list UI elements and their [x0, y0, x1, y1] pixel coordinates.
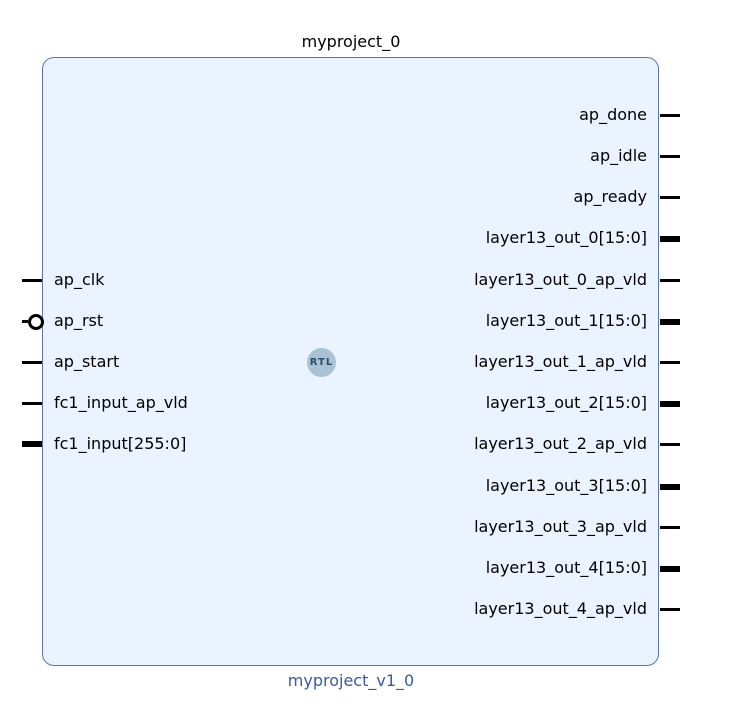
port-stub[interactable]: [22, 279, 42, 282]
ip-block[interactable]: RTL: [42, 57, 659, 666]
port-stub[interactable]: [22, 361, 42, 364]
port-stub-bus[interactable]: [660, 236, 680, 242]
port-stub[interactable]: [660, 279, 680, 282]
port-label: layer13_out_1_ap_vld: [474, 352, 647, 371]
port-label: layer13_out_1[15:0]: [485, 311, 647, 330]
port-stub[interactable]: [660, 608, 680, 611]
port-label: fc1_input[255:0]: [54, 434, 187, 453]
port-stub[interactable]: [660, 196, 680, 199]
port-stub[interactable]: [22, 402, 42, 405]
port-stub-bus[interactable]: [660, 401, 680, 407]
port-label: layer13_out_3[15:0]: [485, 476, 647, 495]
instance-title: myproject_0: [301, 32, 401, 51]
port-label: layer13_out_4[15:0]: [485, 558, 647, 577]
port-label: ap_done: [579, 105, 647, 124]
port-label: layer13_out_0_ap_vld: [474, 270, 647, 289]
port-stub[interactable]: [660, 114, 680, 117]
block-name: myproject_v1_0: [287, 671, 415, 690]
port-stub[interactable]: [660, 443, 680, 446]
port-stub[interactable]: [22, 320, 28, 323]
port-label: ap_rst: [54, 311, 104, 330]
port-label: ap_ready: [573, 187, 647, 206]
rtl-badge-icon: RTL: [307, 348, 336, 377]
port-label: ap_clk: [54, 270, 105, 289]
invert-bubble-icon: [28, 314, 44, 330]
port-label: layer13_out_0[15:0]: [485, 228, 647, 247]
port-label: ap_idle: [590, 146, 647, 165]
port-label: layer13_out_4_ap_vld: [474, 599, 647, 618]
port-stub-bus[interactable]: [22, 441, 42, 447]
port-stub[interactable]: [660, 526, 680, 529]
port-label: ap_start: [54, 352, 120, 371]
port-label: layer13_out_3_ap_vld: [474, 517, 647, 536]
port-stub-bus[interactable]: [660, 319, 680, 325]
port-label: layer13_out_2_ap_vld: [474, 434, 647, 453]
port-stub-bus[interactable]: [660, 566, 680, 572]
port-stub[interactable]: [660, 155, 680, 158]
port-stub-bus[interactable]: [660, 484, 680, 490]
port-stub[interactable]: [660, 361, 680, 364]
port-label: layer13_out_2[15:0]: [485, 393, 647, 412]
port-label: fc1_input_ap_vld: [54, 393, 188, 412]
